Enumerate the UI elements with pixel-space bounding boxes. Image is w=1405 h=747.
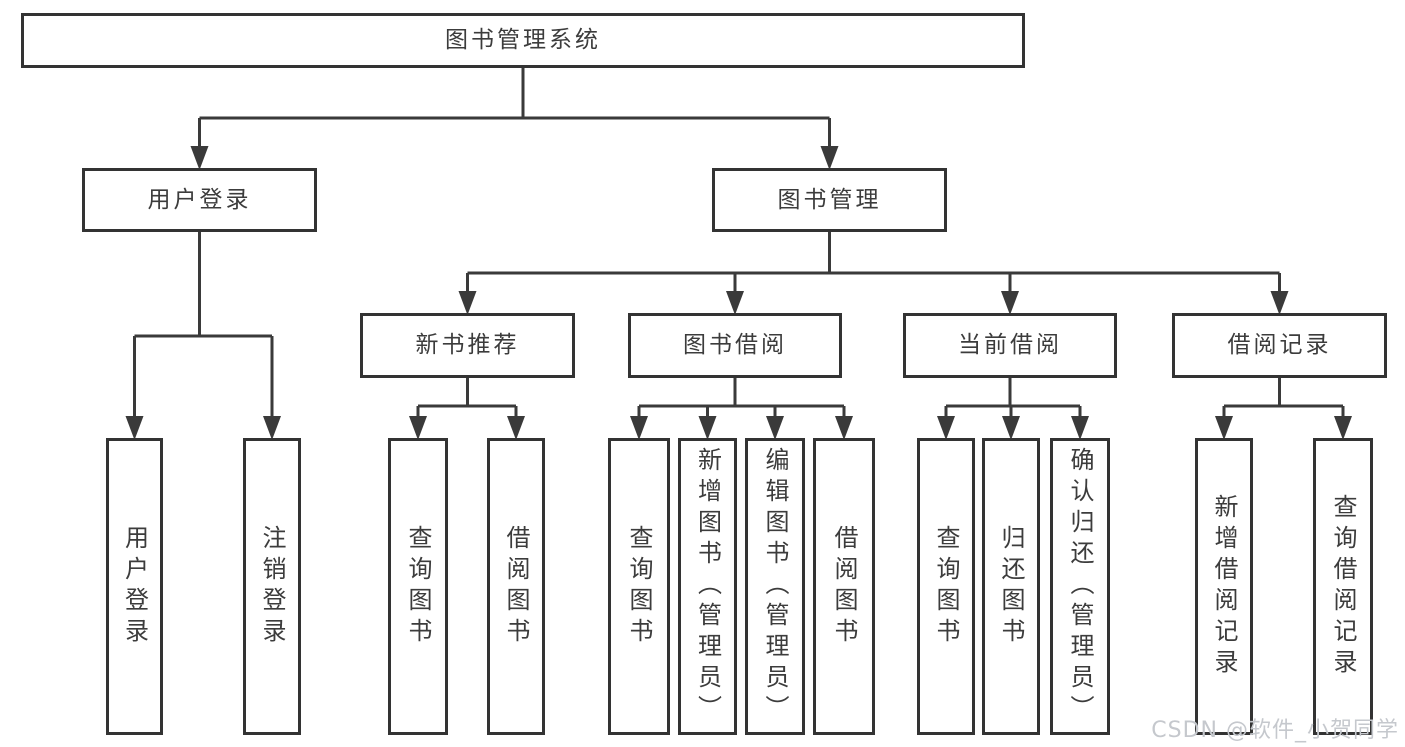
diagram-node-cb-confirm-return-admin: 确认归还（管理员） [1050,438,1110,735]
arrowhead-down [263,416,281,440]
diagram-node-bb-query-books: 查询图书 [608,438,670,735]
diagram-node-label: 查询图书 [625,524,653,649]
arrowhead-down [125,416,144,440]
diagram-node-label: 图书管理系统 [445,27,601,53]
arrowhead-down [820,146,839,170]
diagram-node-label: 查询图书 [404,524,432,649]
arrowhead-down [1071,416,1089,440]
diagram-node-nb-query-books: 查询图书 [388,438,448,735]
diagram-node-label: 新增图书（管理员） [693,447,722,726]
arrowhead-down [1215,416,1233,440]
arrowhead-down [1001,291,1019,315]
diagram-node-cb-return-books: 归还图书 [982,438,1040,735]
diagram-node-bb-edit-books-admin: 编辑图书（管理员） [745,438,805,735]
arrowhead-down [458,291,477,315]
arrowhead-down [766,416,784,440]
arrowhead-down [409,416,427,440]
diagram-node-nb-borrow-books: 借阅图书 [487,438,545,735]
diagram-node-user-login: 用户登录 [82,168,317,232]
diagram-node-library-system: 图书管理系统 [21,13,1025,68]
diagram-node-label: 借阅记录 [1227,332,1332,358]
diagram-node-br-query-record: 查询借阅记录 [1313,438,1373,735]
diagram-node-br-add-record: 新增借阅记录 [1195,438,1253,735]
diagram-node-label: 借阅图书 [502,524,530,649]
diagram-node-leaf-logout: 注销登录 [243,438,301,735]
arrowhead-down [190,146,209,170]
diagram-node-label: 用户登录 [120,524,149,649]
diagram-node-label: 新增借阅记录 [1210,493,1238,680]
arrowhead-down [1002,416,1020,440]
diagram-node-label: 当前借阅 [958,332,1062,358]
diagram-node-label: 用户登录 [147,186,252,213]
diagram-node-label: 查询图书 [932,524,960,649]
diagram-node-label: 注销登录 [258,524,286,649]
diagram-node-label: 归还图书 [997,524,1025,649]
diagram-node-label: 借阅图书 [830,524,858,649]
arrowhead-down [937,416,955,440]
diagram-node-cb-query-books: 查询图书 [917,438,975,735]
diagram-node-borrow-records: 借阅记录 [1172,313,1387,378]
diagram-node-book-borrow: 图书借阅 [628,313,842,378]
diagram-node-bb-borrow-books: 借阅图书 [813,438,875,735]
diagram-node-bb-add-books-admin: 新增图书（管理员） [678,438,737,735]
diagram-node-book-management: 图书管理 [712,168,947,232]
arrowhead-down [835,416,853,440]
arrowhead-down [507,416,525,440]
diagram-node-label: 确认归还（管理员） [1066,447,1094,726]
diagram-node-new-book-recommend: 新书推荐 [360,313,575,378]
diagram-node-label: 图书管理 [777,186,882,213]
diagram-node-label: 查询借阅记录 [1329,493,1357,680]
arrowhead-down [726,291,744,315]
diagram-node-label: 新书推荐 [415,332,520,358]
diagram-node-label: 编辑图书（管理员） [761,447,789,726]
arrowhead-down [1270,291,1289,315]
diagram-node-label: 图书借阅 [683,332,787,358]
csdn-watermark: CSDN @软件_小贺同学 [1151,718,1399,743]
arrowhead-down [698,416,717,440]
diagram-node-leaf-user-login: 用户登录 [106,438,163,735]
arrowhead-down [630,416,648,440]
arrowhead-down [1334,416,1352,440]
diagram-node-current-borrow: 当前借阅 [903,313,1117,378]
